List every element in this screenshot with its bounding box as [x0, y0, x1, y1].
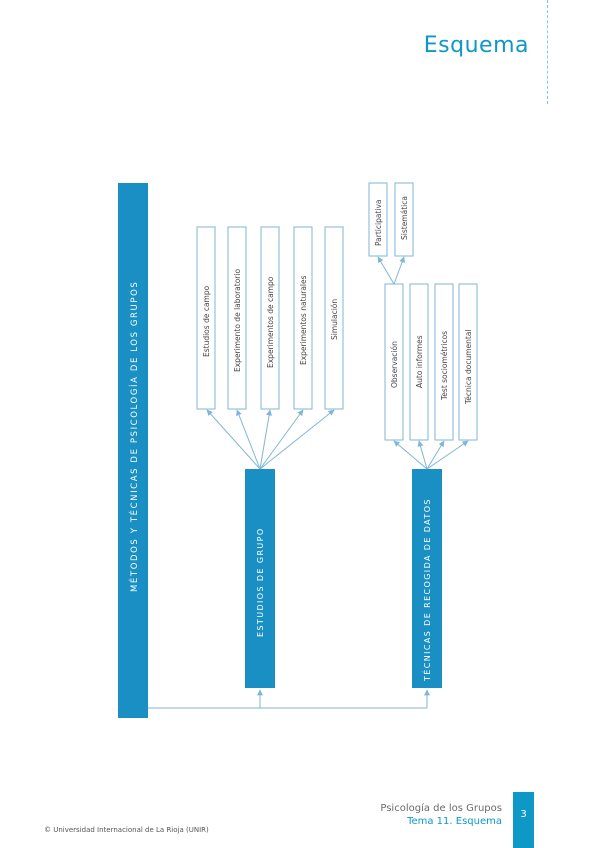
box-auto-informes: [409, 283, 429, 441]
item-test-sociometricos: Test sociométricos: [440, 331, 449, 401]
page-title: Esquema: [423, 33, 529, 58]
item-observacion: Observación: [390, 341, 399, 388]
box-experimentos-naturales: [293, 226, 313, 410]
sub-item-participativa: Participativa: [374, 199, 383, 246]
branch-1-label: ESTUDIOS DE GRUPO: [256, 527, 265, 637]
header-divider: [547, 0, 548, 104]
observacion-arrows: [377, 256, 405, 285]
branch-2-items: [384, 283, 478, 441]
box-experimento-laboratorio: [227, 226, 247, 410]
box-tecnica-documental: [458, 283, 478, 441]
box-test-sociometricos: [434, 283, 454, 441]
item-simulacion: Simulación: [330, 299, 339, 340]
box-sistematica: [394, 182, 414, 257]
footer-topic: Tema 11. Esquema: [407, 816, 502, 827]
root-label: MÉTODOS Y TÉCNICAS DE PSICOLOGÍA DE LOS …: [128, 281, 140, 592]
item-auto-informes: Auto informes: [415, 335, 424, 388]
branch-1-items: [196, 226, 344, 410]
box-experimentos-campo: [260, 226, 280, 410]
root-bar: [118, 183, 148, 718]
branch-2-label: TÉCNICAS DE RECOGIDA DE DATOS: [421, 498, 432, 682]
branch-1-arrows: [206, 409, 335, 470]
item-estudios-campo: Estudios de campo: [202, 285, 211, 357]
item-experimentos-campo: Experimentos de campo: [266, 276, 275, 368]
box-participativa: [368, 182, 388, 257]
copyright: © Universidad Internacional de La Rioja …: [44, 826, 209, 834]
box-simulacion: [324, 226, 344, 410]
page-number: 3: [513, 792, 534, 848]
observacion-sub-items: [368, 182, 414, 257]
branch-1-bar: [245, 469, 275, 688]
sub-item-sistematica: Sistemática: [400, 196, 409, 240]
item-experimento-laboratorio: Experimento de laboratorio: [233, 269, 242, 372]
footer-subject: Psicología de los Grupos: [380, 803, 502, 814]
branch-2-bar: [412, 469, 442, 688]
item-experimentos-naturales: Experimentos naturales: [299, 275, 308, 365]
item-tecnica-documental: Técnica documental: [464, 329, 473, 405]
branch-2-arrows: [393, 440, 469, 470]
box-estudios-campo: [196, 226, 216, 410]
